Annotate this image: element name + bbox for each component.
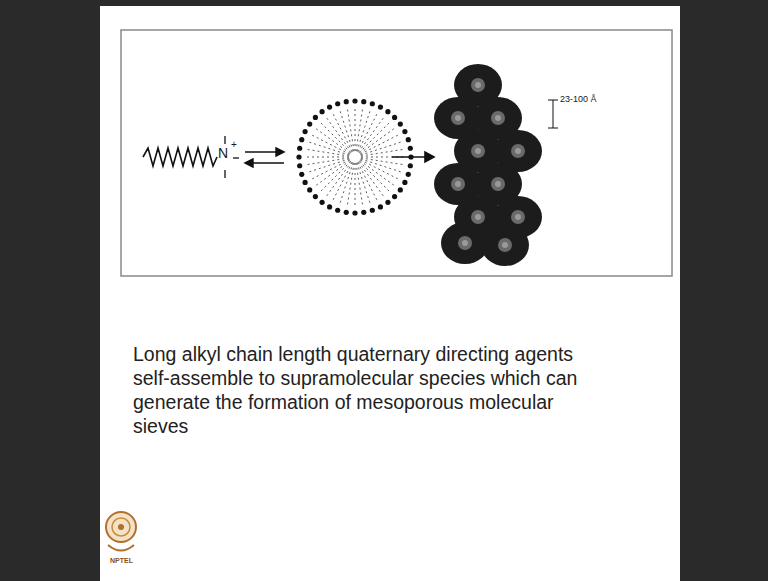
bond <box>224 136 225 144</box>
equilibrium-arrows <box>245 148 284 167</box>
dimension-marker <box>548 100 558 128</box>
mesoporous-aggregate <box>434 64 542 266</box>
alkyl-chain <box>143 148 217 166</box>
nptel-logo <box>106 512 136 551</box>
logo-text: NPTEL <box>110 557 133 564</box>
bond <box>233 157 239 158</box>
dimension-label: 23-100 Å <box>560 94 597 104</box>
bond <box>224 170 225 178</box>
reaction-arrow <box>392 152 434 162</box>
figure-frame <box>121 30 672 276</box>
caption-text: Long alkyl chain length quaternary direc… <box>133 342 603 438</box>
nitrogen-atom: N <box>218 145 228 161</box>
charge-sign: + <box>231 139 237 150</box>
